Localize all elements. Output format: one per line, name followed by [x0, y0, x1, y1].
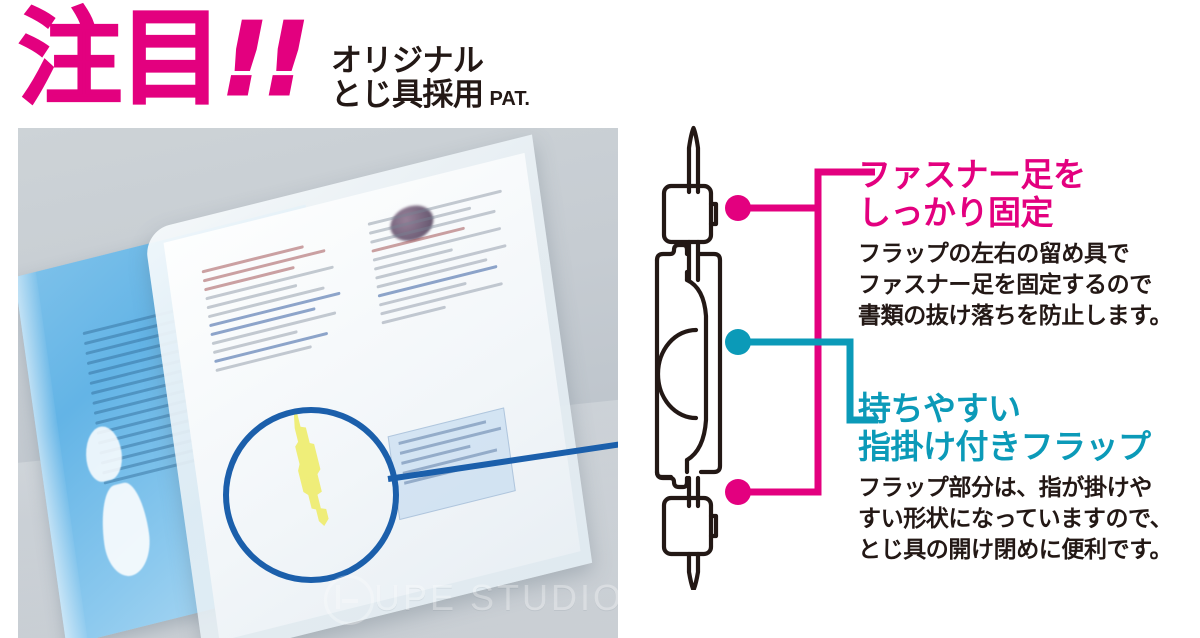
watermark-l-mark — [336, 585, 340, 609]
callout-fastener-fix: ファスナー足を しっかり固定 フラップの左右の留め具で ファスナー足を固定するの… — [858, 156, 1198, 332]
callout-2-heading-line-2: 指掛け付きフラップ — [858, 427, 1151, 466]
callout-2-body-line-3: とじ具の開け閉めに便利です。 — [858, 537, 1173, 563]
connector-line-magenta-top — [740, 168, 875, 212]
callout-1-heading: ファスナー足を しっかり固定 — [858, 156, 1198, 232]
white-document-sheet — [163, 152, 581, 638]
connector-dot-magenta-top — [725, 195, 751, 221]
semicircular-finger-notch — [655, 327, 699, 421]
fastener-leg-top — [686, 125, 701, 195]
subtitle-line-1: オリジナル — [331, 43, 484, 79]
callout-connectors — [725, 168, 878, 505]
magnifier-circle — [223, 407, 399, 583]
callout-1-heading-line-2: しっかり固定 — [858, 193, 1054, 232]
connector-dot-teal — [725, 329, 751, 355]
connector-line-magenta-bottom — [740, 208, 822, 496]
callout-1-body-line-3: 書類の抜け落ちを防止します。 — [858, 303, 1173, 329]
callout-1-body: フラップの左右の留め具で ファスナー足を固定するので 書類の抜け落ちを防止します… — [858, 239, 1198, 332]
fastener-leg-bottom — [686, 551, 701, 590]
watermark: UPE STUDIO — [318, 573, 618, 629]
callout-2-heading: 持ちやすい 指掛け付きフラップ — [858, 390, 1198, 466]
callout-easy-hold-flap: 持ちやすい 指掛け付きフラップ フラップ部分は、指が掛けや すい形状になっていま… — [858, 390, 1198, 566]
callout-2-heading-line-1: 持ちやすい — [858, 389, 1021, 428]
document-text-column-right — [367, 187, 529, 331]
callout-2-body-line-2: すい形状になっていますので、 — [858, 506, 1173, 532]
retainer-clip-top-tab — [708, 201, 719, 227]
watermark-c-mark — [342, 599, 358, 603]
callout-1-body-line-2: ファスナー足を固定するので — [858, 272, 1152, 298]
watermark-ring-icon — [324, 575, 374, 625]
watermark-text: UPE STUDIO — [374, 577, 618, 618]
flap-bottom-notch — [654, 469, 690, 490]
retainer-clip-bottom-tab — [708, 513, 719, 539]
binding-fastener-diagram — [654, 125, 723, 590]
flap-inner-contour — [684, 277, 709, 463]
title-exclamation-marks: !! — [220, 1, 310, 118]
callout-2-body-line-1: フラップ部分は、指が掛けや — [858, 475, 1152, 501]
document-text-column-left — [201, 234, 363, 378]
flap-right-edge — [697, 251, 723, 475]
connector-dot-magenta-bottom — [725, 479, 751, 505]
clear-plastic-folder — [143, 134, 593, 638]
callout-2-body: フラップ部分は、指が掛けや すい形状になっていますので、 とじ具の開け閉めに便利… — [858, 473, 1198, 566]
product-photo: UPE STUDIO — [18, 128, 618, 638]
subtitle-line-2-text: とじ具採用 — [331, 77, 484, 113]
callout-1-heading-line-1: ファスナー足を — [858, 155, 1086, 194]
page-title: 注目 — [17, 0, 224, 119]
callout-1-body-line-1: フラップの左右の留め具で — [858, 241, 1130, 267]
flap-top-notch — [654, 242, 690, 263]
blue-folder-white-shape-1 — [96, 478, 155, 582]
connector-line-teal — [740, 338, 878, 424]
patent-mark: PAT. — [489, 88, 530, 110]
